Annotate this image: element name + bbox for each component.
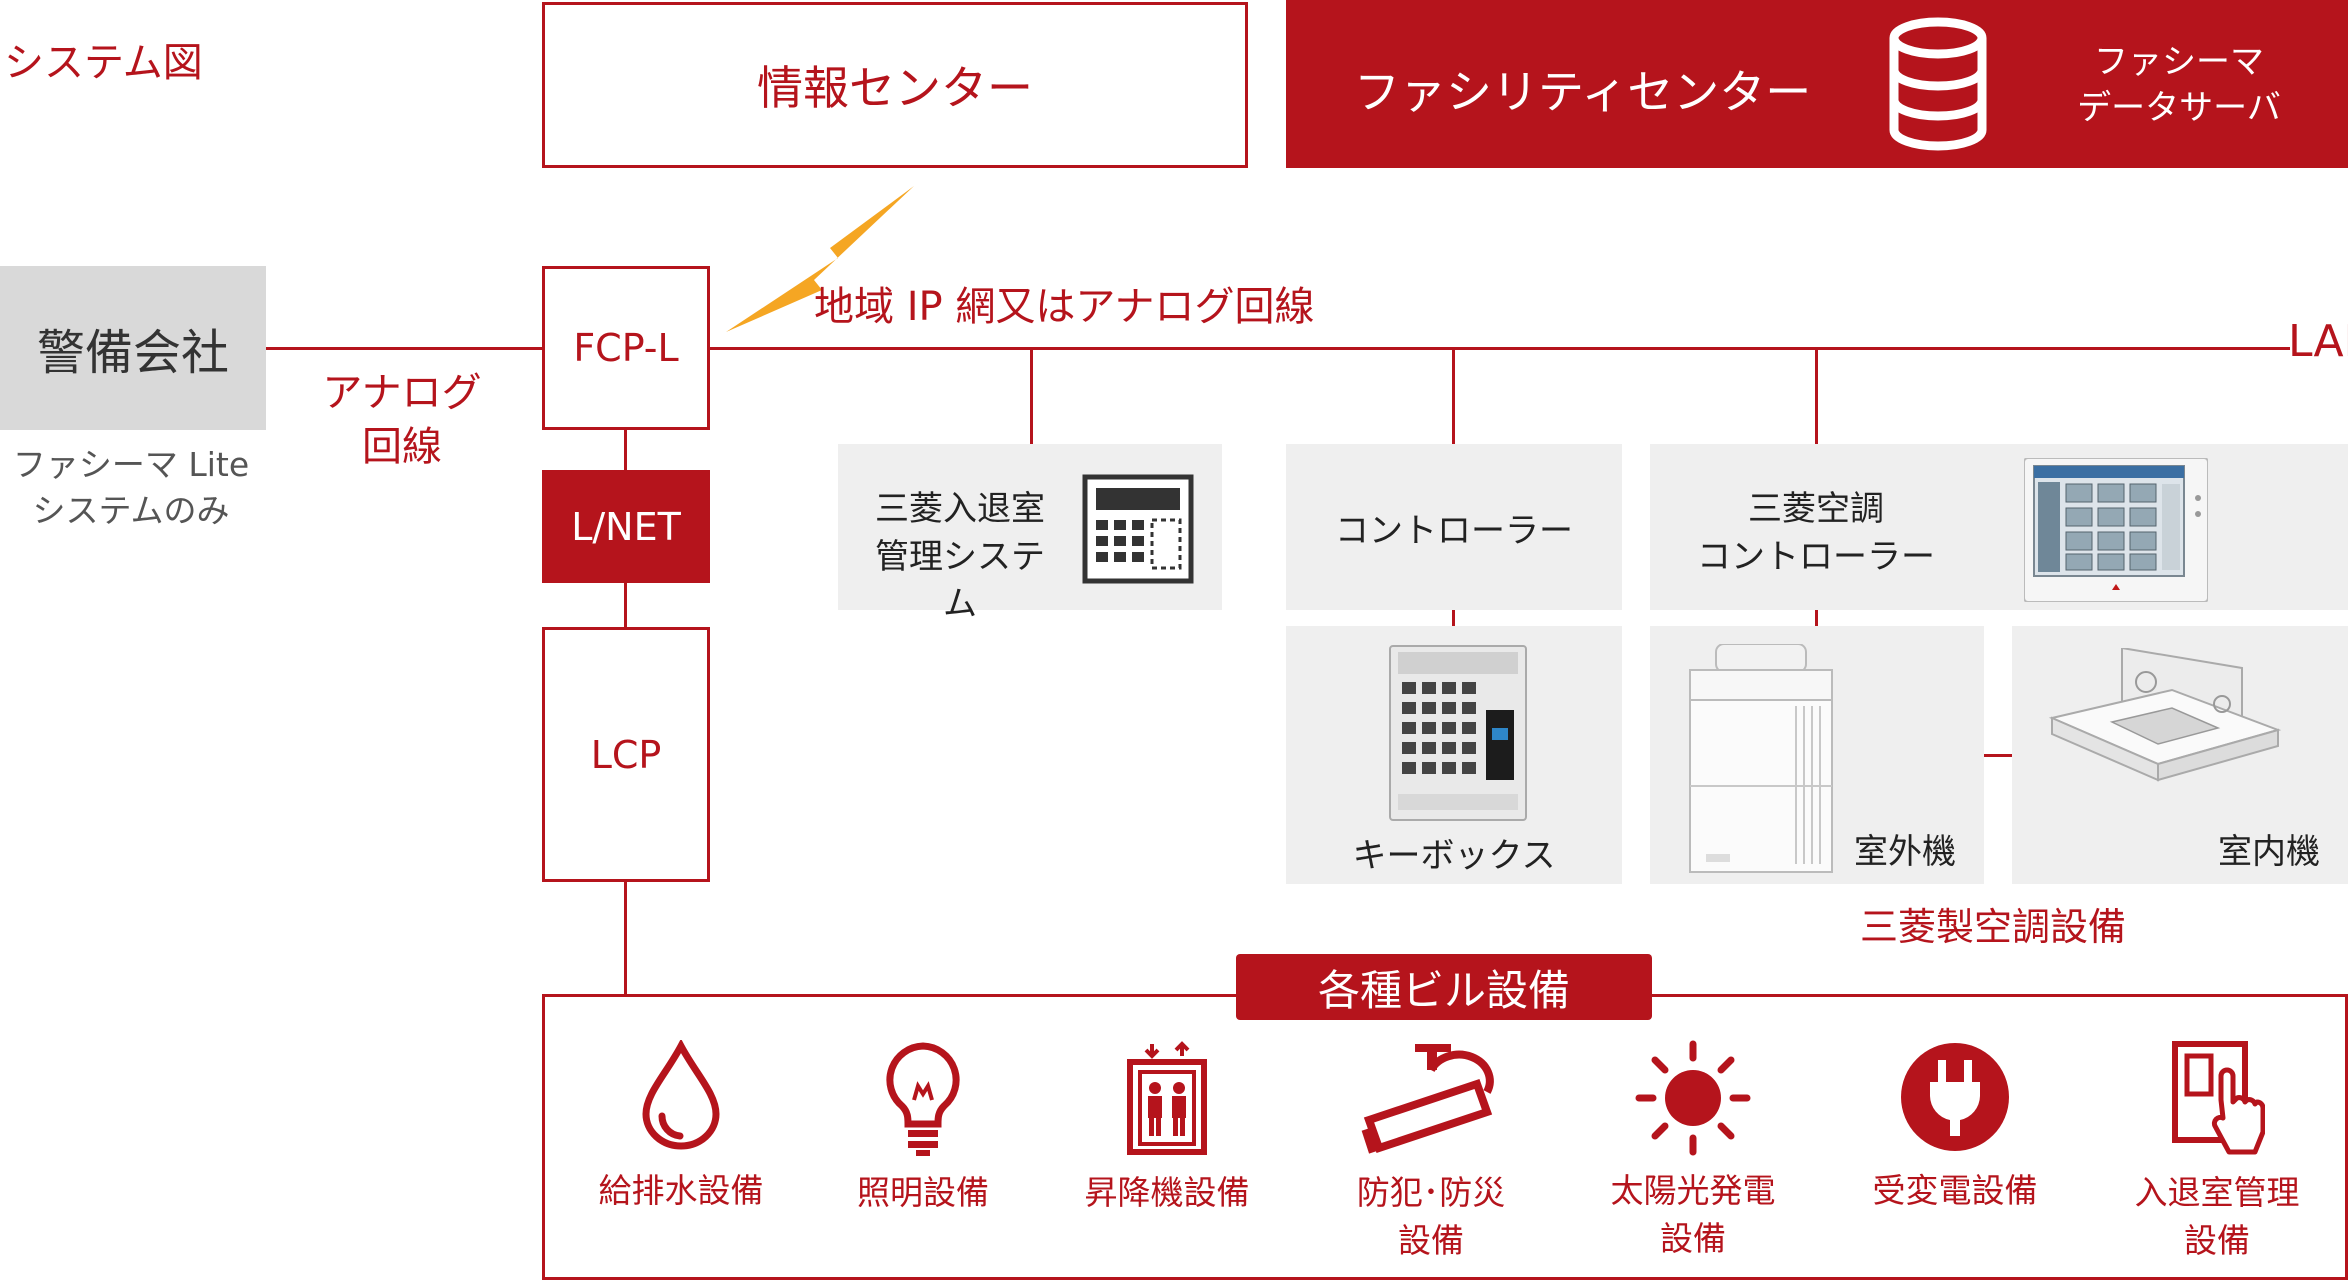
equipment-label-lighting-1: 照明設備	[857, 1173, 989, 1212]
ac-controller-label: 三菱空調 コントローラー	[1680, 486, 1952, 581]
lcp-to-equipment	[624, 882, 627, 994]
power-plug-icon	[1898, 1040, 2012, 1154]
analog-line-line1: アナログ	[322, 370, 482, 416]
access-system-line2: 管理システム	[875, 536, 1045, 625]
access-system-line1: 三菱入退室	[875, 489, 1045, 529]
controller-panel: コントローラー	[1286, 444, 1622, 610]
equipment-label-solar-2: 設備	[1660, 1219, 1726, 1258]
equipment-label-water-1: 給排水設備	[598, 1171, 764, 1210]
ac-controller-line1: 三菱空調	[1748, 489, 1884, 529]
lnet-label: L/NET	[571, 504, 681, 549]
outdoor-unit-panel: 室外機	[1650, 626, 1984, 884]
equipment-item-access: 入退室管理 設備	[2102, 1040, 2332, 1262]
data-server-line1: ファシーマ	[2094, 42, 2264, 82]
outdoor-unit-label: 室外機	[1854, 832, 1956, 872]
equipment-item-elevator: 昇降機設備	[1052, 1040, 1282, 1214]
drop-controller	[1452, 348, 1455, 444]
lightning-icon	[726, 186, 916, 332]
equipment-label-access-2: 設備	[2184, 1221, 2250, 1260]
equipment-label-power-1: 受変電設備	[1872, 1171, 2038, 1210]
security-note: ファシーマ Lite システムのみ	[0, 442, 262, 534]
equipment-label-solar-1: 太陽光発電	[1610, 1171, 1776, 1210]
database-icon	[1886, 16, 1990, 152]
lnet-to-lcp	[624, 583, 627, 627]
keybox-image	[1388, 644, 1528, 822]
ac-controller-line2: コントローラー	[1697, 536, 1935, 577]
data-server-label: ファシーマ データサーバ	[2054, 40, 2304, 132]
ac-controller-panel: 三菱空調 コントローラー	[1650, 444, 2348, 610]
lan-label: LAN	[2288, 316, 2348, 367]
access-terminal-icon	[1082, 474, 1194, 584]
light-bulb-icon	[878, 1040, 968, 1158]
equipment-item-power: 受変電設備	[1840, 1040, 2070, 1212]
equipment-item-security: 防犯･防災 設備	[1316, 1040, 1546, 1262]
keybox-label: キーボックス	[1352, 836, 1556, 876]
water-drop-icon	[636, 1040, 726, 1150]
security-note-line1: ファシーマ Lite	[12, 445, 250, 484]
drop-access	[1030, 348, 1033, 444]
equipment-item-water: 給排水設備	[566, 1040, 796, 1212]
keybox-panel: キーボックス	[1286, 626, 1622, 884]
access-panel-icon	[2169, 1040, 2265, 1158]
fcp-l-box: FCP-L	[542, 266, 710, 430]
indoor-unit-label: 室内機	[2218, 832, 2320, 872]
security-company-label: 警備会社	[36, 325, 229, 381]
ac-controller-to-outdoor	[1815, 610, 1818, 626]
ac-equipment-caption: 三菱製空調設備	[1860, 905, 2127, 949]
analog-line-label: アナログ 回線	[302, 366, 502, 474]
access-system-label: 三菱入退室 管理システム	[860, 486, 1060, 629]
data-server-line2: データサーバ	[2077, 87, 2281, 128]
outdoor-unit-image	[1686, 644, 1836, 876]
connector-security-fcp	[266, 347, 542, 350]
analog-line-line2: 回線	[362, 424, 442, 470]
fcp-to-lnet	[624, 430, 627, 470]
lnet-box: L/NET	[542, 470, 710, 583]
fcp-l-label: FCP-L	[573, 326, 679, 370]
lcp-box: LCP	[542, 627, 710, 882]
equipment-label-security-1: 防犯･防災	[1356, 1173, 1506, 1212]
security-note-line2: システムのみ	[32, 491, 230, 531]
info-center-box: 情報センター	[542, 2, 1248, 168]
controller-to-keybox	[1452, 610, 1455, 626]
controller-label: コントローラー	[1335, 510, 1573, 551]
equipment-label-elevator-1: 昇降機設備	[1084, 1173, 1250, 1212]
network-label: 地域 IP 網又はアナログ回線	[814, 284, 1315, 330]
indoor-unit-panel: 室内機	[2012, 626, 2348, 884]
building-equipment-title-badge: 各種ビル設備	[1236, 954, 1652, 1020]
drop-ac-controller	[1815, 348, 1818, 444]
equipment-label-access-1: 入退室管理	[2134, 1173, 2300, 1212]
lan-bus	[710, 347, 2290, 350]
equipment-label-security-2: 設備	[1398, 1221, 1464, 1260]
sun-icon	[1635, 1040, 1751, 1156]
building-equipment-title: 各種ビル設備	[1317, 965, 1570, 1015]
equipment-item-solar: 太陽光発電 設備	[1578, 1040, 1808, 1260]
equipment-item-lighting: 照明設備	[808, 1040, 1038, 1214]
security-camera-icon	[1361, 1040, 1501, 1156]
access-system-panel: 三菱入退室 管理システム	[838, 444, 1222, 624]
elevator-icon	[1126, 1040, 1208, 1156]
page-title: システム図	[4, 40, 203, 86]
info-center-label: 情報センター	[757, 61, 1033, 115]
outdoor-to-indoor	[1984, 754, 2012, 757]
indoor-unit-image	[2042, 648, 2282, 818]
security-company-box: 警備会社	[0, 266, 266, 430]
lcp-label: LCP	[590, 732, 662, 777]
ac-controller-screen-image	[2024, 458, 2208, 602]
facility-center-label: ファシリティセンター	[1354, 65, 1812, 119]
facility-center-box: ファシリティセンター ファシーマ データサーバ	[1286, 0, 2348, 168]
